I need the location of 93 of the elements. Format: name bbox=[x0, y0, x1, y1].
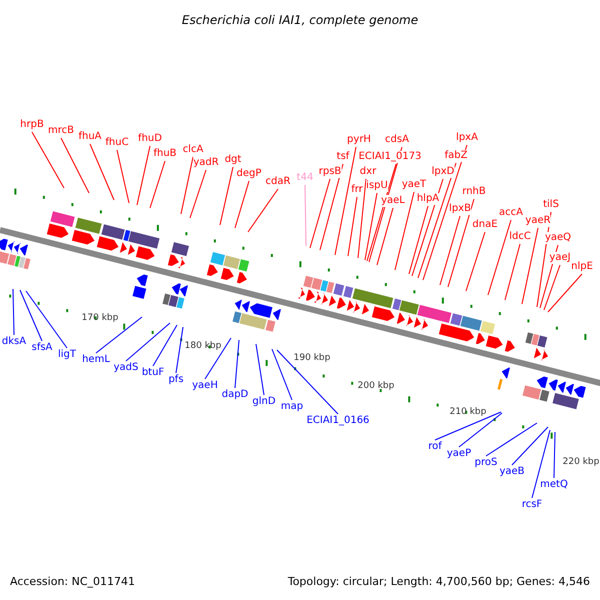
leader-line bbox=[26, 290, 68, 348]
gene-label: map bbox=[280, 401, 304, 413]
leader-line bbox=[458, 412, 502, 448]
leader-line bbox=[488, 220, 512, 296]
gene-label: fabZ bbox=[444, 150, 468, 162]
leader-line bbox=[96, 316, 142, 354]
scale-label: 180 kbp bbox=[184, 340, 222, 352]
leader-line bbox=[364, 192, 378, 260]
leader-line bbox=[234, 340, 240, 388]
leader-line bbox=[422, 144, 468, 280]
leader-line bbox=[554, 432, 556, 478]
gene-label: hlpA bbox=[416, 193, 440, 205]
leader-line bbox=[12, 288, 14, 336]
leader-line bbox=[126, 322, 170, 362]
leader-line bbox=[234, 180, 250, 228]
gene-label: dgt bbox=[224, 154, 242, 166]
gene-label: yadR bbox=[193, 157, 219, 169]
gene-label: lpxD bbox=[432, 166, 454, 178]
scale-label: 190 kbp bbox=[294, 352, 330, 364]
gene-label: nlpE bbox=[571, 261, 593, 273]
gene-label: dapD bbox=[222, 389, 248, 401]
gene-label: yaeH bbox=[192, 380, 218, 392]
leader-line bbox=[540, 244, 558, 308]
leader-line bbox=[190, 170, 206, 218]
scale-label: 170 kbp bbox=[82, 312, 118, 324]
gene-label: rpsB bbox=[318, 166, 342, 178]
gene-label: yaeQ bbox=[544, 232, 572, 244]
diagram-title: Escherichia coli IAI1, complete genome bbox=[182, 14, 418, 26]
leader-line bbox=[434, 412, 502, 440]
leader-line bbox=[544, 264, 560, 310]
leader-line bbox=[204, 338, 232, 380]
leader-line bbox=[276, 350, 338, 414]
genome-info-label: Topology: circular; Length: 4,700,560 bp; Genes: 4,546 bbox=[288, 576, 590, 588]
leader-line bbox=[136, 146, 150, 206]
leader-line bbox=[176, 326, 184, 374]
gene-label: metQ bbox=[540, 479, 568, 491]
leader-line bbox=[20, 290, 42, 342]
scale-label: 220 kbp bbox=[562, 456, 600, 468]
gene-label: hrpB bbox=[20, 119, 44, 131]
leader-line bbox=[394, 192, 414, 270]
leader-line bbox=[522, 228, 538, 304]
leader-line bbox=[348, 196, 358, 256]
leader-line bbox=[486, 422, 538, 456]
leader-line bbox=[304, 184, 306, 246]
leader-line bbox=[334, 146, 356, 256]
leader-line bbox=[152, 324, 178, 366]
gene-label: yaeJ bbox=[549, 252, 571, 264]
gene-label: yaeP bbox=[446, 448, 472, 460]
leader-line bbox=[116, 150, 130, 204]
leader-line bbox=[90, 144, 114, 200]
leader-line bbox=[418, 162, 456, 278]
gene-label: lpxB bbox=[449, 203, 471, 215]
leader-line bbox=[548, 274, 582, 312]
scale-label: 210 kbp bbox=[450, 406, 486, 418]
leader-line bbox=[376, 208, 394, 266]
gene-label: ECIAI1_0166 bbox=[306, 415, 370, 427]
leader-line bbox=[32, 132, 64, 188]
gene-label: pfs bbox=[168, 374, 184, 386]
leader-line bbox=[412, 178, 444, 276]
gene-label: lpxA bbox=[456, 132, 478, 144]
leader-line bbox=[448, 198, 474, 288]
gene-label: pyrH bbox=[347, 134, 371, 146]
leader-line bbox=[60, 138, 90, 194]
leader-line bbox=[310, 178, 330, 248]
gene-label: proS bbox=[474, 457, 498, 469]
leader-line bbox=[440, 216, 460, 286]
leader-line bbox=[220, 166, 234, 226]
leader-line bbox=[248, 188, 278, 232]
gene-label: yadS bbox=[114, 362, 138, 374]
gene-label: degP bbox=[236, 168, 262, 180]
leader-line bbox=[366, 164, 396, 262]
gene-label: yaeL bbox=[381, 195, 405, 207]
gene-label: glnD bbox=[252, 396, 276, 408]
leader-line bbox=[466, 232, 486, 292]
leader-line bbox=[532, 430, 550, 498]
leader-line bbox=[408, 206, 428, 274]
leader-line bbox=[320, 164, 344, 250]
gene-label: yaeB bbox=[499, 466, 525, 478]
leader-line bbox=[358, 178, 366, 258]
leader-line bbox=[504, 244, 520, 300]
leader-line bbox=[512, 426, 548, 466]
scale-label: 200 kbp bbox=[358, 380, 394, 392]
leader-line bbox=[180, 156, 194, 214]
gene-label: yaeT bbox=[402, 179, 426, 191]
leader-line bbox=[368, 146, 402, 262]
leader-line bbox=[150, 160, 166, 208]
gene-label: ligT bbox=[58, 349, 76, 361]
leader-line bbox=[272, 348, 292, 400]
gene-label: ispU bbox=[366, 180, 388, 192]
accession-label: Accession: NC_011741 bbox=[10, 576, 136, 588]
leader-line bbox=[256, 344, 264, 396]
gene-label: ECIAI1_0173 bbox=[358, 151, 422, 163]
gene-label: yaeR bbox=[525, 215, 551, 227]
